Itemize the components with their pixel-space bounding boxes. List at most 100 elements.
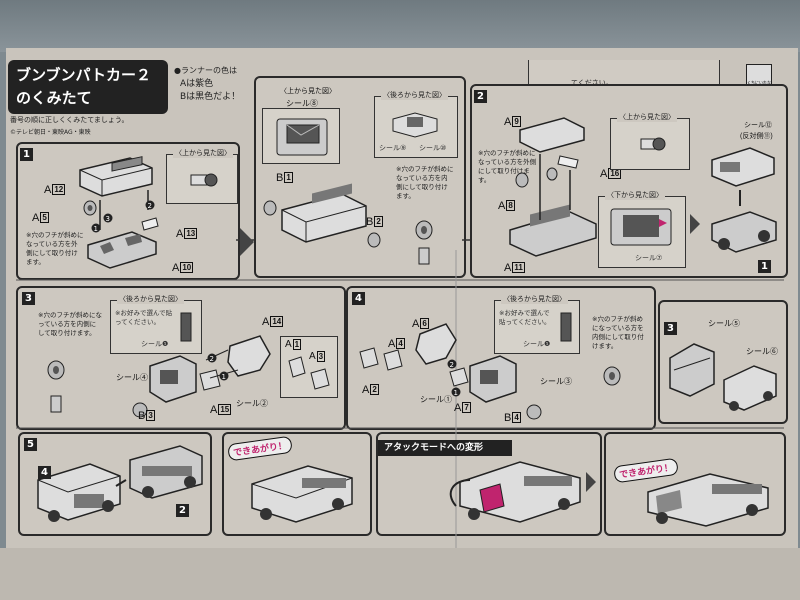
- step4-sticker-note: ※お好みで選んで貼ってください。: [499, 309, 551, 326]
- part-A10-num: 10: [180, 262, 194, 273]
- step3-sticker-icon: [180, 312, 192, 342]
- sticker-1-step4: シール❶: [523, 340, 551, 348]
- svg-text:3: 3: [106, 215, 110, 223]
- step1b-rim-note: ※穴のフチが斜めになっている方を内側にして取り付けます。: [396, 165, 454, 200]
- step3-back-view-title: 〈後ろから見た図〉: [117, 294, 184, 304]
- svg-text:1: 1: [222, 373, 226, 381]
- step1-top-view-part: [190, 173, 218, 187]
- svg-text:1: 1: [454, 389, 458, 397]
- step3-parts-drawing: [288, 356, 330, 390]
- rim-icon-4: [603, 366, 621, 386]
- top-view-label-1b: 〈上から見た図〉: [280, 88, 336, 95]
- flow-arrow-2: [690, 214, 700, 234]
- title-line2: のくみたて: [16, 89, 92, 107]
- sheet-bottom-margin: [0, 548, 800, 600]
- sticker-6: シール⑥: [746, 347, 778, 356]
- step4-sticker-icon: [560, 312, 572, 342]
- step4-back-view-title: 〈後ろから見た図〉: [501, 294, 568, 304]
- part-A8-num: 8: [506, 200, 515, 211]
- background-top: [0, 0, 800, 52]
- step1-drawing: 3 1 2: [79, 156, 159, 269]
- sticker-1-step3: シール❶: [141, 340, 169, 348]
- step4-back-view: 〈後ろから見た図〉 ※お好みで選んで貼ってください。 シール❶: [494, 294, 580, 354]
- sticker-5: シール⑤: [708, 319, 740, 328]
- back-view-1b: 〈後ろから見た図〉 シール⑨ シール⑩: [374, 90, 458, 158]
- step-number-2: 2: [474, 90, 487, 103]
- step4b-num: 3: [664, 322, 677, 335]
- step2-rim-note: ※穴のフチが斜めになっている方を外側にして取り付けます。: [478, 149, 537, 184]
- svg-text:2: 2: [148, 202, 152, 210]
- step3-rim-note: ※穴のフチが斜めになっている方を内側にして取り付けます。: [38, 311, 102, 337]
- sticker-3: シール③: [540, 377, 572, 386]
- runner-note-2: Aは紫色: [180, 79, 214, 89]
- step1-top-view: 〈上から見た図〉: [166, 148, 238, 204]
- part-A6-num: 6: [420, 318, 429, 329]
- step2-top-view-title: 〈上から見た図〉: [617, 112, 677, 122]
- part-B4-num: 4: [512, 412, 521, 423]
- step5-label-2: 2: [176, 504, 189, 517]
- part-A5-num: 5: [40, 212, 49, 223]
- step3-drawing: 2 1: [132, 335, 271, 418]
- title-line1: ブンブンパトカー２: [16, 66, 152, 84]
- part-B3-num: 3: [146, 410, 155, 421]
- sticker-8: シール⑧: [286, 99, 318, 108]
- step2-drawing: [509, 117, 597, 257]
- flow-arrow-1: [240, 228, 254, 256]
- step2-top-view-part: [640, 137, 666, 151]
- step3-sticker-note: ※お好みで選んで貼ってください。: [115, 309, 173, 326]
- step2-bottom-view: 〈下から見た図〉 シール⑦: [598, 190, 686, 268]
- step2-result-num: 1: [758, 260, 771, 273]
- back-view-1b-part: [392, 112, 438, 138]
- attack-complete-vehicle: [647, 473, 769, 527]
- part-A7-num: 7: [462, 402, 471, 413]
- sticker-12: シール⑫: [744, 122, 772, 129]
- part-A9-num: 9: [512, 116, 521, 127]
- part-A13-num: 13: [184, 228, 198, 239]
- attack-mode-banner: アタックモードへの変形: [378, 440, 512, 456]
- part-A4-num: 4: [396, 338, 405, 349]
- step5-drawing: [37, 445, 203, 522]
- step4-rim-note: ※穴のフチが斜めになっている方を内側にして取り付けます。: [592, 315, 644, 350]
- step4-drawing: 2 1: [359, 323, 542, 420]
- sticker-4: シール④: [116, 373, 148, 382]
- step1b-assembly: [263, 183, 381, 248]
- title-box: ブンブンパトカー２ のくみたて: [8, 60, 168, 114]
- part-A12-num: 12: [52, 184, 66, 195]
- rim-icons-1b: [415, 220, 433, 265]
- step3-back-view: 〈後ろから見た図〉 ※お好みで選んで貼ってください。 シール❶: [110, 294, 202, 354]
- step-number-1: 1: [20, 148, 33, 161]
- step1-top-view-title: 〈上から見た図〉: [173, 148, 233, 158]
- part-A14-num: 14: [270, 316, 284, 327]
- step-number-5: 5: [24, 438, 37, 451]
- part-B2-num: 2: [374, 216, 383, 227]
- step2-bottom-view-title: 〈下から見た図〉: [605, 190, 665, 200]
- step-number-4: 4: [352, 292, 365, 305]
- copyright: ©テレビ朝日・東映AG・東映: [10, 129, 91, 136]
- step2-result: [711, 147, 777, 253]
- runner-note-1: ●ランナーの色は: [174, 66, 237, 75]
- step-number-3: 3: [22, 292, 35, 305]
- sticker-7: シール⑦: [635, 254, 663, 262]
- step2-bottom-view-part: [610, 208, 672, 246]
- part-B1-num: 1: [284, 172, 293, 183]
- sticker-10: シール⑩: [419, 144, 447, 152]
- top-right-note: てください。: [571, 79, 613, 87]
